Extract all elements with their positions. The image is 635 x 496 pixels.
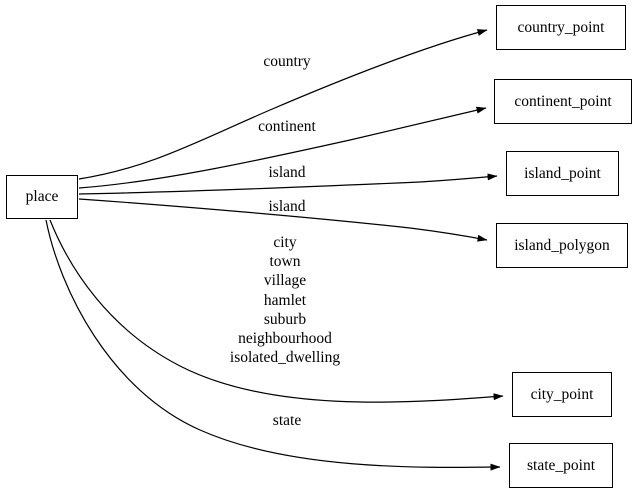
edge-label-edge-state: state	[273, 411, 301, 430]
graph-edge[interactable]	[78, 198, 488, 242]
edge-label-line: country	[263, 53, 311, 70]
graph-edge[interactable]	[49, 219, 504, 403]
edge-label-edge-continent: continent	[258, 117, 316, 136]
node-label: island_point	[524, 164, 601, 182]
edge-label-edge-island-point: island	[268, 163, 305, 182]
graph-node-place[interactable]: place	[6, 175, 78, 219]
edge-label-line: state	[272, 412, 302, 429]
node-label: country_point	[517, 18, 605, 36]
node-label: city_point	[530, 385, 594, 403]
node-label: continent_point	[514, 92, 612, 110]
edge-label-line: town	[269, 253, 301, 271]
graph-node-city_point[interactable]: city_point	[512, 372, 612, 417]
graph-node-continent_point[interactable]: continent_point	[494, 79, 632, 124]
graph-node-country_point[interactable]: country_point	[496, 5, 626, 50]
edge-label-line: neighbourhood	[238, 330, 332, 348]
edge-label-edge-country: country	[263, 52, 310, 71]
edge-label-line: isolated_dwelling	[229, 349, 341, 367]
edge-label-line: suburb	[263, 310, 307, 328]
edges-group	[45, 29, 504, 471]
graph-edge[interactable]	[78, 29, 488, 180]
node-label: state_point	[526, 456, 596, 474]
edge-label-line: city	[273, 234, 297, 251]
graph-edge[interactable]	[78, 106, 487, 189]
node-label: island_polygon	[514, 236, 610, 254]
edge-label-line: island	[268, 198, 306, 215]
node-label: place	[25, 188, 59, 206]
graph-node-island_polygon[interactable]: island_polygon	[496, 223, 628, 268]
graph-edge[interactable]	[45, 219, 501, 471]
graph-node-island_point[interactable]: island_point	[506, 151, 619, 196]
edge-label-line: hamlet	[263, 291, 307, 309]
edge-label-line: village	[263, 272, 307, 290]
graph-edge[interactable]	[78, 173, 498, 195]
edge-label-edge-island-polygon: island	[268, 197, 305, 216]
graph-node-state_point[interactable]: state_point	[509, 443, 613, 488]
edge-label-line: continent	[258, 118, 316, 135]
edge-label-line: island	[268, 164, 306, 181]
